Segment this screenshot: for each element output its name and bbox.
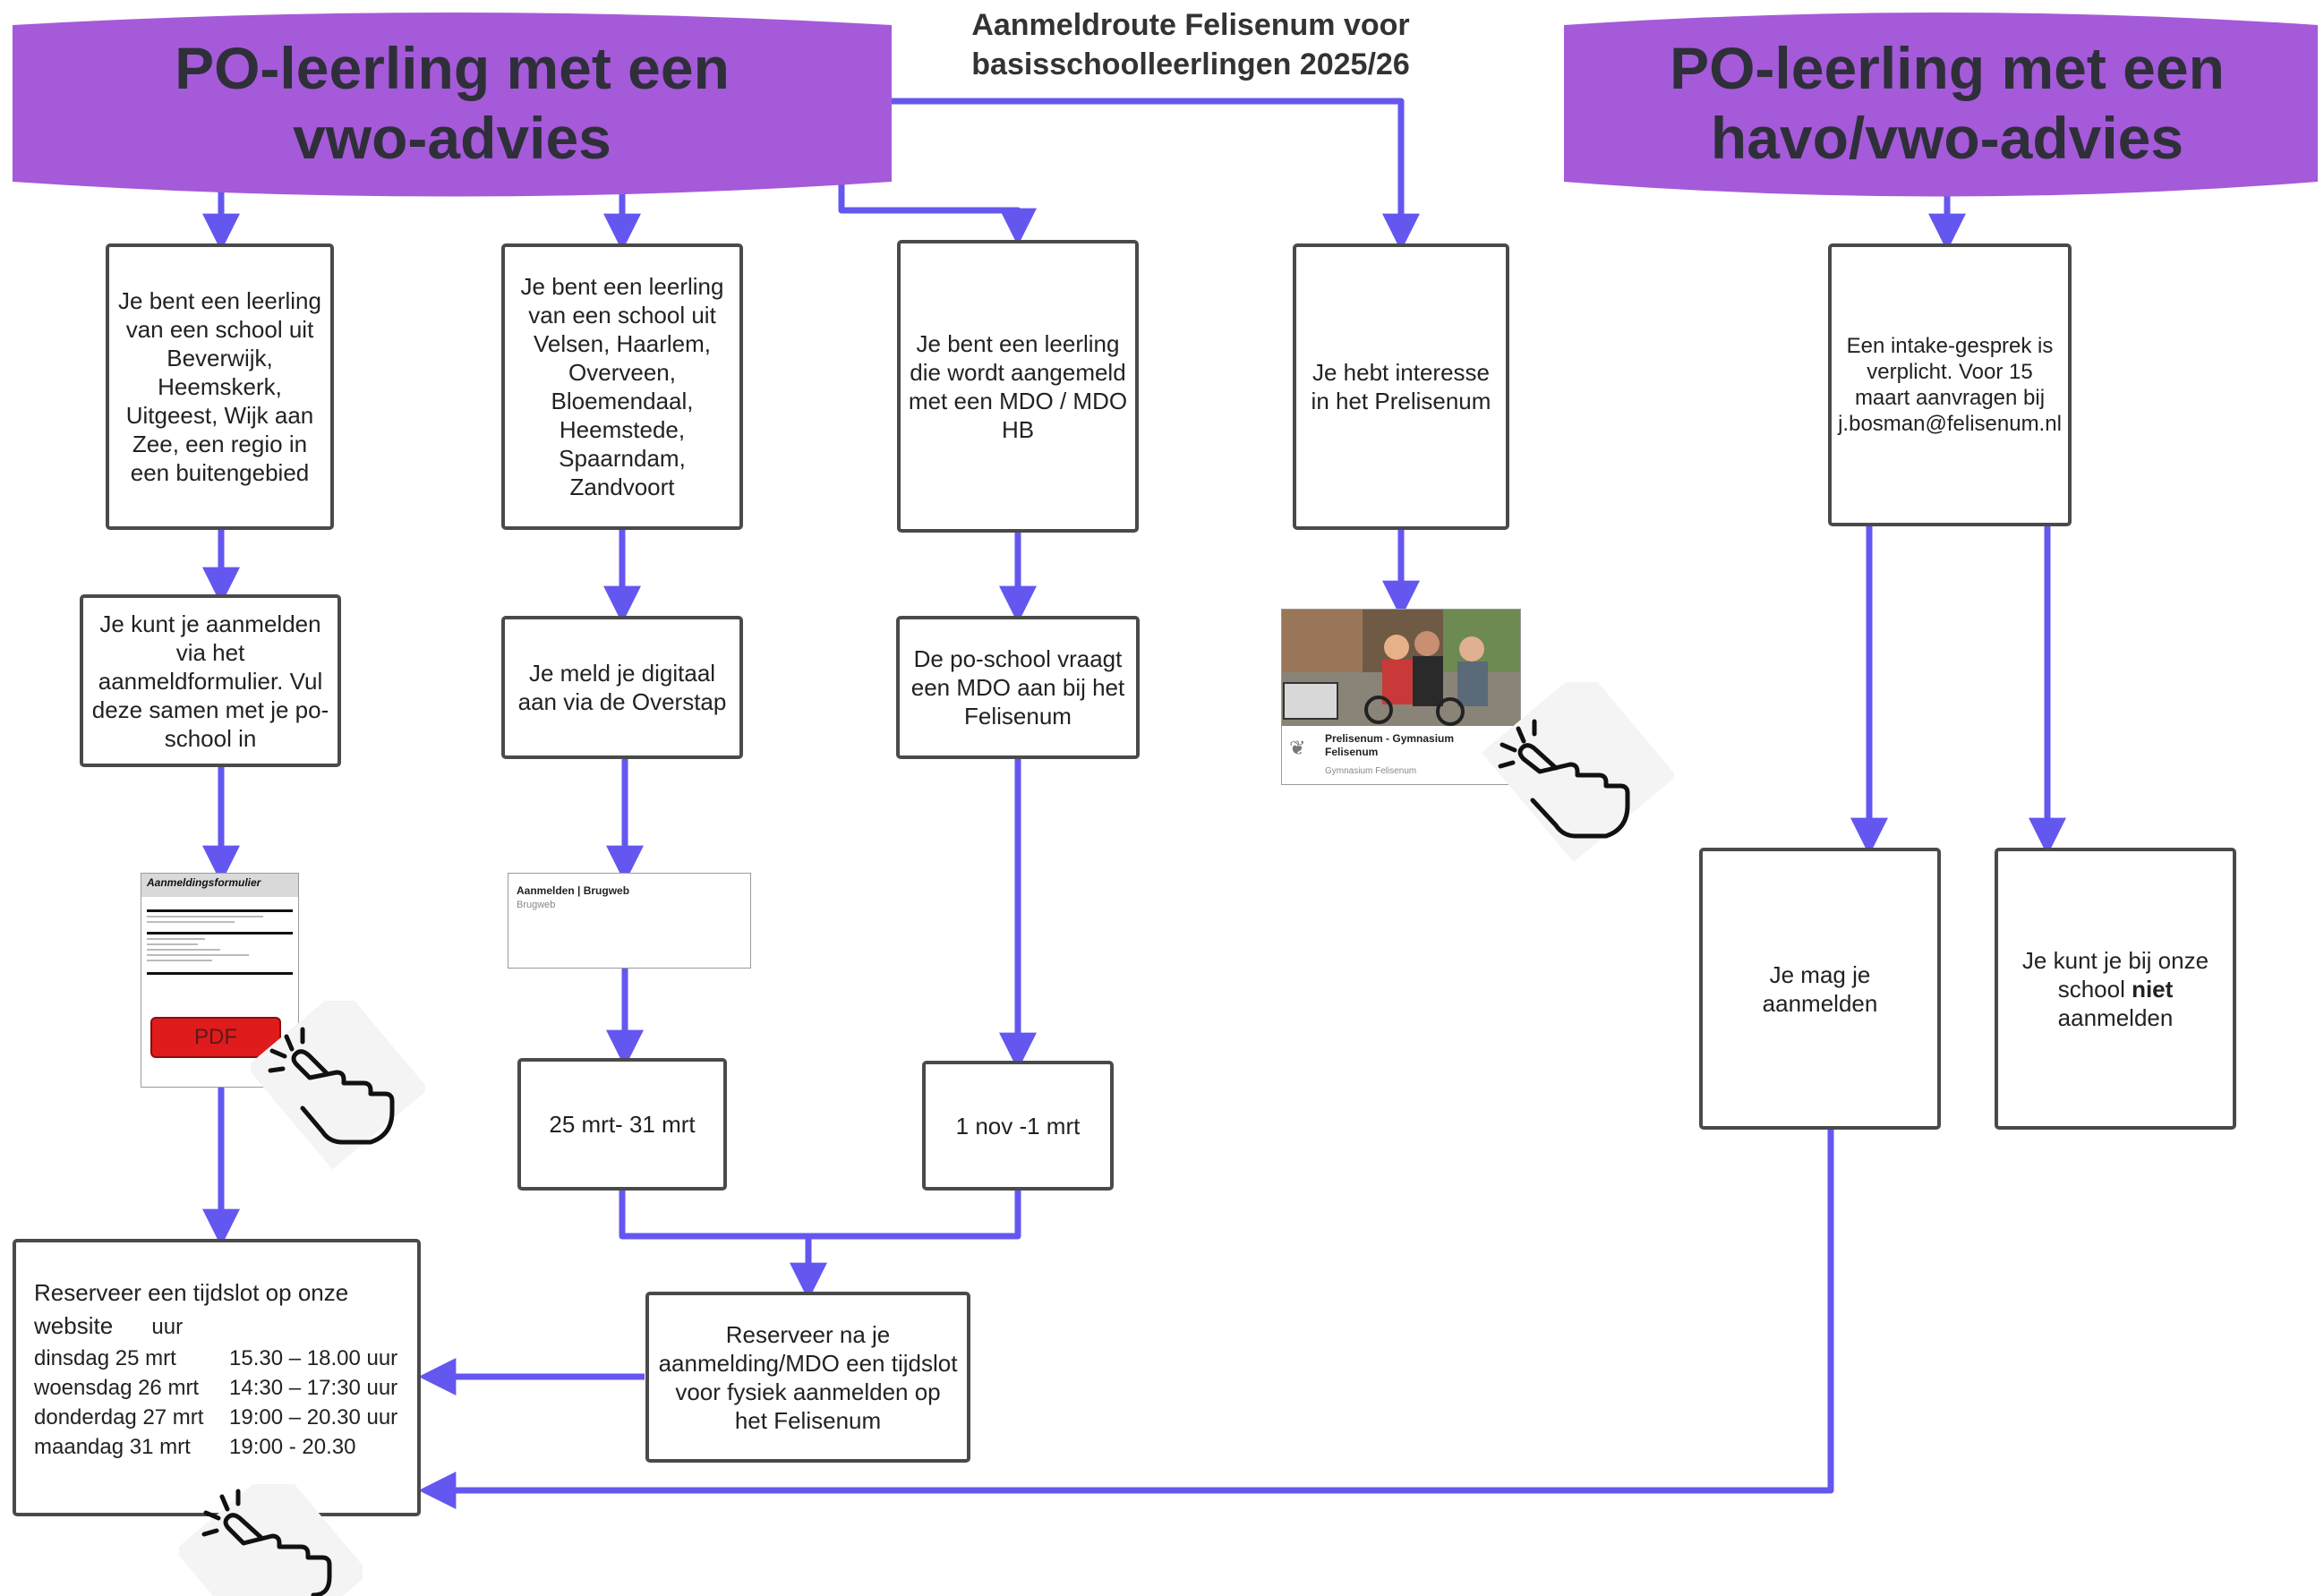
box-niet-aanmelden: Je kunt je bij onze school niet aanmelde… [1995,848,2236,1130]
arrow-vwo-to-mdo [838,183,1037,246]
schedule-day: dinsdag 25 mrt [34,1346,176,1370]
box-reserveer-na-aanmelding: Reserveer na je aanmelding/MDO een tijds… [645,1292,970,1463]
box-mag-aanmelden: Je mag je aanmelden [1699,848,1941,1130]
box-reserveer-na-aanmelding-text: Reserveer na je aanmelding/MDO een tijds… [658,1320,958,1434]
schedule-time: 14:30 – 17:30 uur [229,1376,398,1400]
click-hand-icon[interactable] [1477,682,1674,875]
brugweb-link[interactable]: Aanmelden | Brugweb Brugweb [508,873,751,969]
banner-havo-vwo-shape [1564,13,2318,197]
banner-vwo-shape [13,13,892,197]
prelisenum-title: Prelisenum - Gymnasium Felisenum [1325,732,1455,758]
schedule-box: Reserveer een tijdslot op onze website u… [13,1239,421,1516]
schedule-heading-line2: website uur [34,1310,406,1344]
box-aanmeldformulier-text: Je kunt je aanmelden via het aanmeldform… [91,610,329,752]
box-date-1nov-1mrt-text: 1 nov -1 mrt [955,1112,1081,1139]
prelisenum-link[interactable]: ❦ Prelisenum - Gymnasium Felisenum Gymna… [1281,609,1521,785]
box-velsen-text: Je bent een leerling van een school uit … [520,273,724,500]
box-mag-aanmelden-text: Je mag je aanmelden [1762,960,1878,1017]
schedule-heading-website: website [34,1312,114,1339]
box-intake: Een intake-gesprek is verplicht. Voor 15… [1828,243,2072,526]
box-poschool-text: De po-school vraagt een MDO aan bij het … [910,645,1125,730]
schedule-time: 15.30 – 18.00 uur [229,1346,398,1370]
box-date-25-31-mrt: 25 mrt- 31 mrt [517,1058,727,1191]
brugweb-subtitle: Brugweb [517,900,556,910]
form-thumb-title: Aanmeldingsformulier [147,876,261,889]
niet-text-post: aanmelden [2057,1003,2174,1031]
brugweb-title: Aanmelden | Brugweb [517,884,630,897]
schedule-day: donderdag 27 mrt [34,1405,204,1430]
prelisenum-logo-icon: ❦ [1289,737,1306,759]
box-mdo-text: Je bent een leerling die wordt aangemeld… [908,329,1128,443]
box-date-25-31-mrt-text: 25 mrt- 31 mrt [549,1111,696,1138]
schedule-heading-line1: Reserveer een tijdslot op onze [34,1279,349,1306]
box-regio-text: Je bent een leerling van een school uit … [118,287,321,486]
box-interesse-text: Je hebt interesse in het Prelisenum [1311,359,1491,414]
niet-text-bold: niet [2132,975,2174,1003]
schedule-day: maandag 31 mrt [34,1435,191,1459]
niet-text-pre: Je kunt je bij onze school [2021,946,2209,1003]
box-date-1nov-1mrt: 1 nov -1 mrt [922,1061,1114,1191]
arrow-vwo-to-interesse [892,98,1420,252]
pdf-button-label: PDF [194,1025,237,1049]
banner-vwo-advies: PO-leerling met een vwo-advies [36,27,868,179]
arrow-mag-to-schedule [418,1130,1834,1509]
schedule-row: dinsdag 25 mrt 15.30 – 18.00 uur [34,1344,406,1373]
box-regio: Je bent een leerling van een school uit … [106,243,334,530]
box-overstap-text: Je meld je digitaal aan via de Overstap [517,660,727,715]
form-thumb-header: Aanmeldingsformulier [141,874,298,897]
schedule-heading-unit: uur [151,1315,184,1339]
banner-havo-vwo-advies: PO-leerling met een havo/vwo-advies [1576,27,2319,179]
box-niet-aanmelden-text: Je kunt je bij onze school niet aanmelde… [2005,946,2226,1032]
schedule-time: 19:00 - 20.30 [229,1435,356,1459]
box-poschool: De po-school vraagt een MDO aan bij het … [896,616,1140,759]
pdf-button[interactable]: PDF [150,1017,281,1058]
click-hand-icon[interactable] [251,1001,425,1184]
box-interesse: Je hebt interesse in het Prelisenum [1293,243,1509,530]
schedule-row: maandag 31 mrt 19:00 - 20.30 [34,1432,406,1462]
arrow-dates-merge-to-reserveer [619,1191,1021,1289]
box-aanmeldformulier: Je kunt je aanmelden via het aanmeldform… [80,594,341,767]
prelisenum-photo [1282,610,1520,726]
click-hand-icon[interactable] [179,1484,363,1596]
box-intake-text: Een intake-gesprek is verplicht. Voor 15… [1838,334,2062,436]
banner-vwo-text: PO-leerling met een vwo-advies [175,35,730,171]
form-thumb-body [141,897,298,984]
box-mdo: Je bent een leerling die wordt aangemeld… [897,240,1139,533]
schedule-time: 19:00 – 20.30 uur [229,1405,398,1430]
schedule-day: woensdag 26 mrt [34,1376,200,1400]
schedule-row: woensdag 26 mrt 14:30 – 17:30 uur [34,1373,406,1403]
schedule-row: donderdag 27 mrt 19:00 – 20.30 uur [34,1403,406,1432]
banner-havo-vwo-text: PO-leerling met een havo/vwo-advies [1670,35,2225,171]
box-overstap: Je meld je digitaal aan via de Overstap [501,616,743,759]
prelisenum-subtitle: Gymnasium Felisenum [1325,766,1417,776]
box-velsen: Je bent een leerling van een school uit … [501,243,743,530]
page-title: Aanmeldroute Felisenum voor basisschooll… [971,8,1410,81]
